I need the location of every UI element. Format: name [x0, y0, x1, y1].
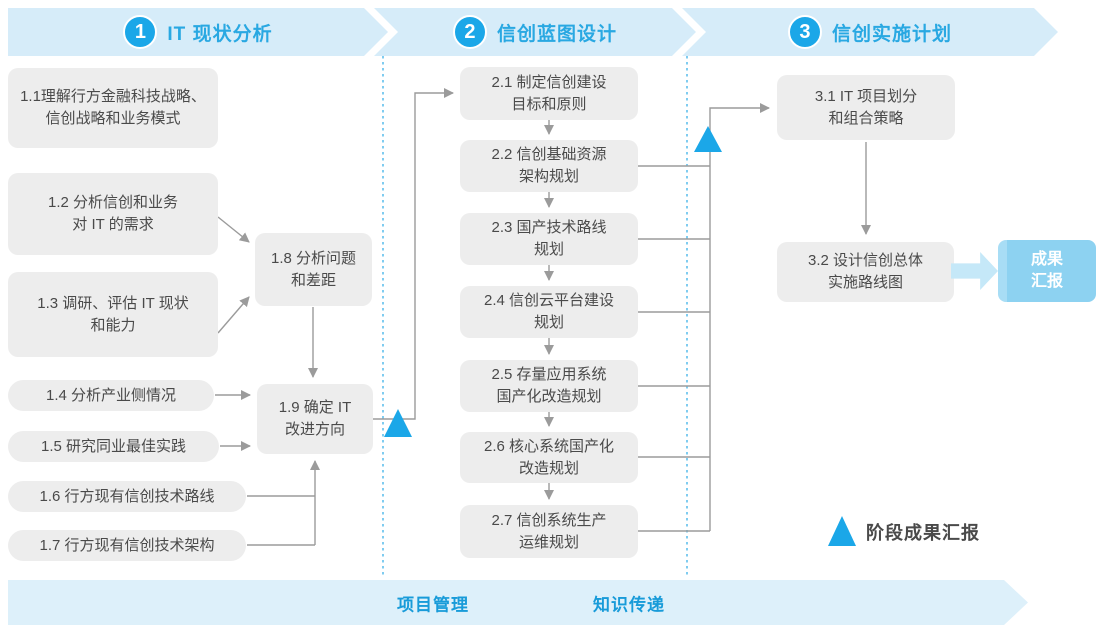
bottom-support-band: 项目管理 知识传递: [8, 580, 1028, 625]
step-1-4-pill: 1.4 分析产业侧情况: [8, 380, 214, 411]
step-1-6-pill: 1.6 行方现有信创技术路线: [8, 481, 246, 512]
step-1-8-box: 1.8 分析问题 和差距: [255, 233, 372, 306]
step-1-5-pill: 1.5 研究同业最佳实践: [8, 431, 219, 462]
phase-3-title: 信创实施计划: [831, 23, 952, 45]
arrow-1-3-to-1-8: [217, 296, 250, 334]
phase-1-header-band: 1 IT 现状分析: [8, 8, 388, 56]
step-2-5-box: 2.5 存量应用系统 国产化改造规划: [460, 360, 638, 412]
phase-1-number-badge: 1: [123, 15, 157, 49]
step-3-1-box: 3.1 IT 项目划分 和组合策略: [777, 75, 955, 140]
step-2-1-box: 2.1 制定信创建设 目标和原则: [460, 67, 638, 120]
milestone-triangle-icon-legend: [828, 516, 856, 546]
step-1-3-box: 1.3 调研、评估 IT 现状 和能力: [8, 272, 218, 357]
step-1-1-box: 1.1理解行方金融科技战略、 信创战略和业务模式: [8, 68, 218, 148]
step-1-2-box: 1.2 分析信创和业务 对 IT 的需求: [8, 173, 218, 255]
legend-milestone-label: 阶段成果汇报: [866, 523, 980, 543]
step-2-3-box: 2.3 国产技术路线 规划: [460, 213, 638, 265]
result-arrow-icon: [951, 252, 998, 290]
step-1-7-pill: 1.7 行方现有信创技术架构: [8, 530, 246, 561]
arrow-1-9-to-2-1: [372, 88, 454, 420]
phase-1-title: IT 现状分析: [167, 23, 273, 45]
phase-2-number-badge: 2: [453, 15, 487, 49]
result-report-box: 成果 汇报: [998, 240, 1096, 302]
milestone-triangle-icon-phase2: [694, 126, 722, 152]
arrow-1-2-to-1-8: [217, 216, 250, 243]
step-2-4-box: 2.4 信创云平台建设 规划: [460, 286, 638, 338]
knowledge-transfer-label: 知识传递: [593, 595, 665, 614]
phase-2-header-band: 2 信创蓝图设计: [374, 8, 696, 56]
arrow-trunk-to-3-1: [709, 103, 770, 531]
project-management-label: 项目管理: [397, 595, 469, 614]
step-2-7-box: 2.7 信创系统生产 运维规划: [460, 505, 638, 558]
phase-3-header-band: 3 信创实施计划: [682, 8, 1058, 56]
step-3-2-box: 3.2 设计信创总体 实施路线图: [777, 242, 954, 302]
phase-3-number-badge: 3: [788, 15, 822, 49]
step-1-9-box: 1.9 确定 IT 改进方向: [257, 384, 373, 454]
milestone-triangle-icon-phase1: [384, 409, 412, 437]
step-2-6-box: 2.6 核心系统国产化 改造规划: [460, 432, 638, 483]
phase-2-title: 信创蓝图设计: [496, 23, 617, 45]
step-2-2-box: 2.2 信创基础资源 架构规划: [460, 140, 638, 192]
